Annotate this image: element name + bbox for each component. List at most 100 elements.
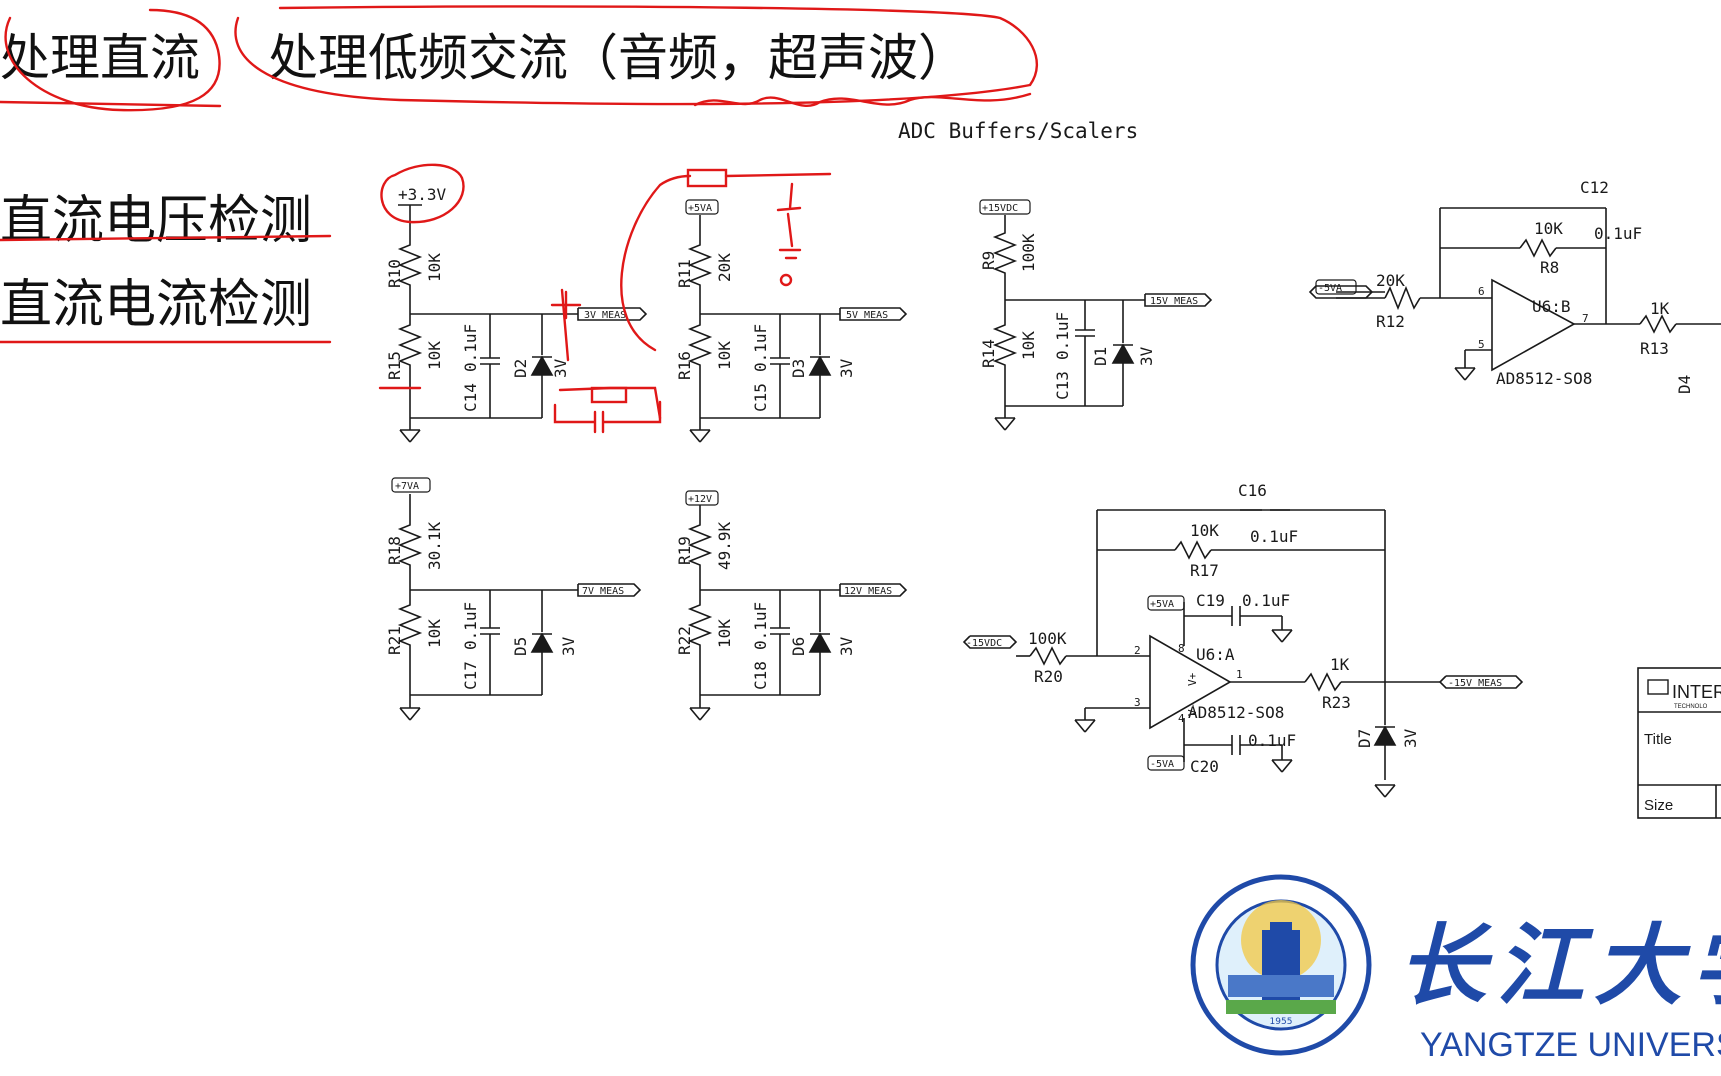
mark-plus [550, 288, 582, 362]
circle-around-3v3 [380, 163, 465, 224]
u6a-vplus: V+ [1186, 672, 1199, 686]
u6a-ref: U6:A [1196, 645, 1235, 664]
r10-ref: R10 [385, 259, 404, 288]
c13-ref: C13 [1053, 371, 1072, 400]
u6a-part: AD8512-SO8 [1188, 703, 1284, 722]
r11-value: 20K [715, 253, 734, 282]
c14-ref: C14 [461, 383, 480, 412]
net-15v-meas: 15V_MEAS [1150, 296, 1198, 307]
r20-value: 100K [1028, 629, 1067, 648]
title-block-company-sub: TECHNOLO [1674, 704, 1708, 710]
c14-value: 0.1uF [461, 324, 480, 372]
r19-ref: R19 [675, 536, 694, 565]
d7-value: 3V [1401, 728, 1420, 748]
heading-low-frequency-ac: 处理低频交流（音频，超声波） [268, 29, 968, 87]
d4-ref: D4 [1675, 375, 1694, 394]
r12-value: 20K [1376, 271, 1405, 290]
r14-ref: R14 [979, 339, 998, 368]
rail-p12v-label: +12V [688, 494, 712, 505]
rail-p5va-label: +5VA [688, 203, 712, 214]
c19-value: 0.1uF [1242, 591, 1290, 610]
d1-value: 3V [1137, 346, 1156, 366]
u6b-ref: U6:B [1532, 297, 1571, 316]
rail-p15vdc-label: +15VDC [982, 203, 1018, 214]
d5-ref: D5 [511, 637, 530, 656]
r13-value: 1K [1650, 299, 1670, 318]
c19-ref: C19 [1196, 591, 1225, 610]
c18-ref: C18 [751, 661, 770, 690]
d1-ref: D1 [1091, 347, 1110, 366]
r22-ref: R22 [675, 626, 694, 655]
u6a-pin8: 8 [1178, 642, 1185, 655]
r23-value: 1K [1330, 655, 1350, 674]
handwritten-annotations [0, 5, 1038, 434]
rail-p3v3-label: +3.3V [398, 185, 447, 204]
c20-ref: C20 [1190, 757, 1219, 776]
r9-ref: R9 [979, 251, 998, 270]
section-title: ADC Buffers/Scalers [898, 119, 1138, 143]
net-3v-meas: 3V_MEAS [584, 310, 626, 321]
title-block-title: Title [1644, 731, 1672, 748]
circle-around-heading-left [4, 8, 221, 112]
r16-value: 10K [715, 341, 734, 370]
u6a-pin1: 1 [1236, 668, 1243, 681]
note-dc-current-detection: 直流电流检测 [0, 275, 313, 335]
drawn-resistor-top [686, 168, 728, 188]
r16-ref: R16 [675, 351, 694, 380]
r18-value: 30.1K [425, 521, 444, 570]
c15-value: 0.1uF [751, 324, 770, 372]
title-block-company: INTER [1672, 682, 1721, 702]
r11-ref: R11 [675, 259, 694, 288]
r10-value: 10K [425, 253, 444, 282]
underline-note-1 [0, 234, 332, 242]
net-7v-meas: 7V_MEAS [582, 586, 624, 597]
net-12v-meas: 12V_MEAS [844, 586, 892, 597]
r19-value: 49.9K [715, 521, 734, 570]
r8-ref: R8 [1540, 258, 1559, 277]
d6-ref: D6 [789, 637, 808, 656]
net-5v-meas: 5V_MEAS [846, 310, 888, 321]
r22-value: 10K [715, 619, 734, 648]
r18-ref: R18 [385, 536, 404, 565]
u6a-vminus: V- [1186, 703, 1199, 716]
r13-ref: R13 [1640, 339, 1669, 358]
drawn-source [724, 172, 832, 260]
d2-value: 3V [551, 358, 570, 378]
d3-ref: D3 [789, 359, 808, 378]
company-logo-icon [1647, 679, 1669, 695]
c13-value: 0.1uF [1053, 312, 1072, 360]
r20-ref: R20 [1034, 667, 1063, 686]
rail-m5va-label: -5VA [1318, 283, 1342, 294]
university-name-en: YANGTZE UNIVERSITY [1420, 1026, 1721, 1064]
rail-p7va-label: +7VA [395, 481, 419, 492]
drawn-capacitor [553, 400, 662, 434]
c17-ref: C17 [461, 661, 480, 690]
title-block-size: Size [1644, 797, 1673, 814]
u6b-pin5: 5 [1478, 338, 1485, 351]
u6a-pin4: 4 [1178, 712, 1185, 725]
drawn-node [779, 273, 793, 287]
u6b-pin6: 6 [1478, 285, 1485, 298]
r23-ref: R23 [1322, 693, 1351, 712]
r14-value: 10K [1019, 331, 1038, 360]
seal-year: 1955 [1270, 1017, 1293, 1027]
c16-value: 0.1uF [1250, 527, 1298, 546]
rail-m5va-2-label: -5VA [1150, 759, 1174, 770]
c12-ref: C12 [1580, 178, 1609, 197]
drawn-resistor [590, 386, 628, 404]
note-dc-voltage-detection: 直流电压检测 [0, 191, 313, 251]
r12-ref: R12 [1376, 312, 1405, 331]
university-seal-icon: 1955 [1190, 874, 1372, 1056]
u6a-pin2: 2 [1134, 644, 1141, 657]
rail-m15vdc-label: -15VDC [966, 638, 1002, 649]
heading-dc: 处理直流 [0, 29, 200, 87]
c18-value: 0.1uF [751, 602, 770, 650]
rail-p5va-2-label: +5VA [1150, 599, 1174, 610]
r8-value: 10K [1534, 219, 1563, 238]
net-m15v-meas: -15V_MEAS [1448, 678, 1502, 689]
d6-value: 3V [837, 636, 856, 656]
u6b-pin7: 7 [1582, 312, 1589, 325]
university-name-cn: 长江大学 [1398, 913, 1721, 1017]
c15-ref: C15 [751, 383, 770, 412]
loop-wire [558, 386, 662, 420]
